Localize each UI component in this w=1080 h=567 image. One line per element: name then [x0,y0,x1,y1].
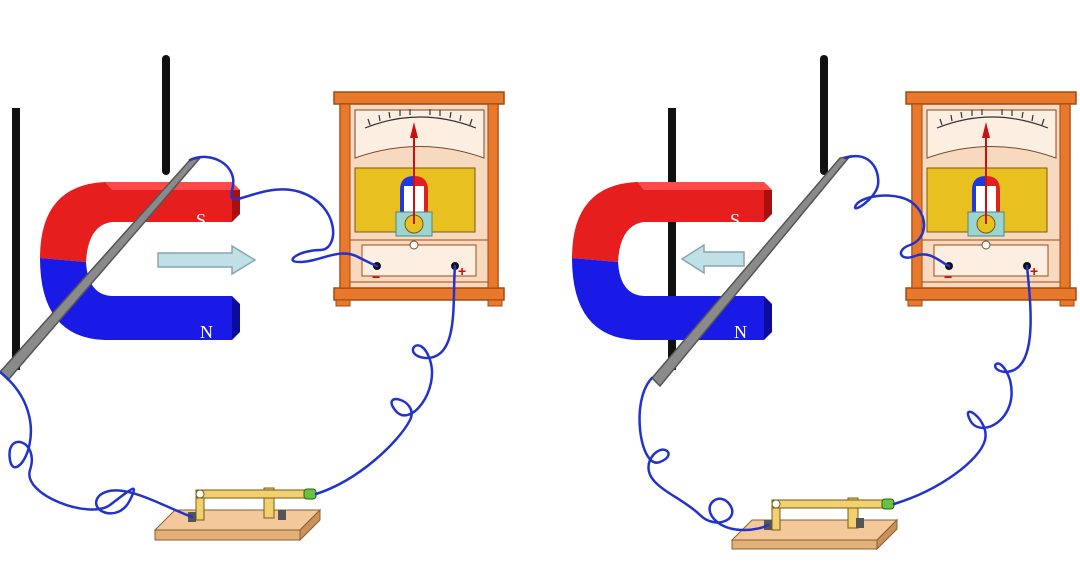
right-magnet-south-label: S [730,210,740,230]
left-knife-switch [153,487,322,542]
right-arrow-left-icon [680,243,745,275]
left-meter-plus-label: + [458,263,466,279]
right-horseshoe-magnet: S N [572,182,772,342]
left-stand-front [162,55,170,175]
left-setup: S N [0,55,505,542]
left-meter-minus-label: − [372,269,380,285]
right-stand-back [668,108,676,370]
right-meter-scale [936,109,1049,129]
left-magnet-south-label: S [196,210,206,230]
right-meter-plus-label: + [1030,263,1038,279]
right-galvanometer: − + [905,91,1077,307]
left-arrow-right-icon [157,244,257,276]
left-circuit-wire [0,155,457,519]
right-knife-switch [730,497,899,551]
left-magnet-north-label: N [200,322,213,342]
right-meter-minus-label: − [944,269,952,285]
right-magnet-north-label: N [734,322,747,342]
right-setup: S N [572,55,1077,551]
right-circuit-wire [638,155,1032,532]
left-galvanometer: − + [333,91,505,307]
right-stand-front [820,55,828,175]
left-stand-back [12,108,20,370]
left-meter-scale [364,109,477,129]
